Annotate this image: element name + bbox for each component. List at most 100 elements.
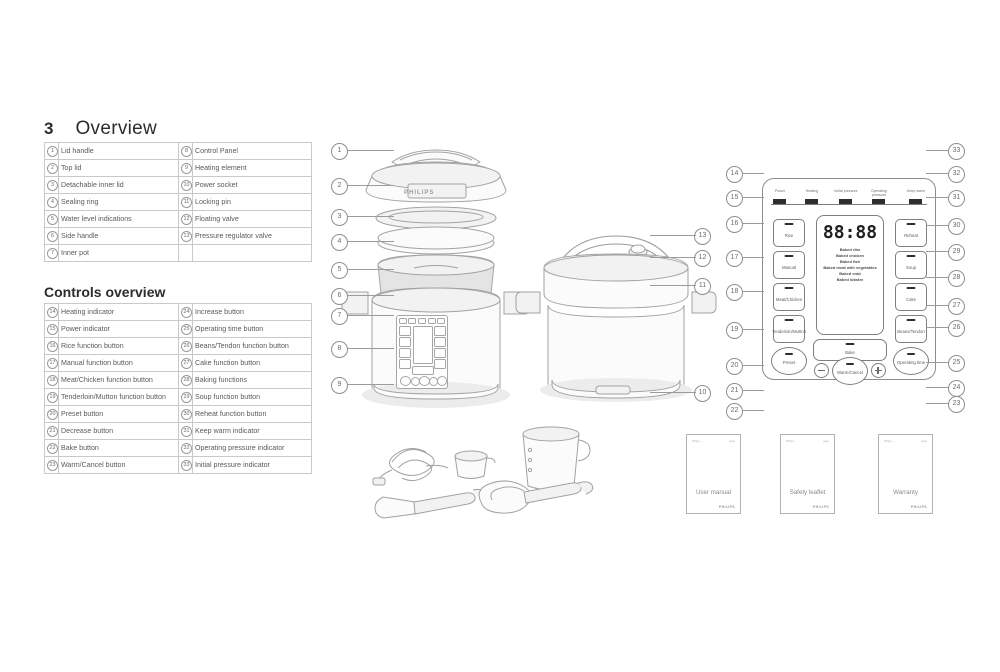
callout-panel-16: 16 [726, 216, 743, 233]
button-rice[interactable]: Rice [773, 219, 805, 247]
callout-panel-29: 29 [948, 244, 965, 261]
button-beans-tendon[interactable]: Beans/Tendon [895, 315, 927, 343]
callout-exploded-1: 1 [331, 143, 348, 160]
display-menu-item: Baked chicken [835, 253, 864, 258]
indicator-label-power: Power [774, 189, 786, 193]
callout-label [192, 244, 312, 262]
leader-line [742, 390, 764, 391]
document-header: Philips...page [692, 440, 735, 443]
leader-line [742, 173, 764, 174]
display-menu-item: Baked fish [839, 259, 861, 264]
callout-panel-18: 18 [726, 284, 743, 301]
leader-line [348, 216, 394, 217]
leader-line [926, 197, 948, 198]
callout-panel-25: 25 [948, 355, 965, 372]
button-soup[interactable]: Soup [895, 251, 927, 279]
callout-number: 19 [44, 388, 59, 406]
callout-exploded-9: 9 [331, 377, 348, 394]
rice-spatula-icon [374, 488, 488, 519]
callout-assembled-11: 11 [694, 278, 711, 295]
leader-line [742, 365, 764, 366]
display-menu-item: Baked lobster [836, 277, 864, 282]
plus-icon[interactable] [871, 363, 886, 378]
leader-line [742, 197, 764, 198]
indicator-label-heating: Heating [805, 189, 819, 193]
callout-panel-26: 26 [948, 320, 965, 337]
callout-number: 15 [44, 320, 59, 338]
document-header: Philips...page [786, 440, 829, 443]
callout-number: 8 [178, 142, 193, 160]
leader-line [650, 392, 696, 393]
button-cake[interactable]: Cake [895, 283, 927, 311]
display-menu-item: Baked crab [839, 271, 861, 276]
callout-panel-21: 21 [726, 383, 743, 400]
callout-exploded-4: 4 [331, 234, 348, 251]
callout-exploded-3: 3 [331, 209, 348, 226]
display-menu-item: Baked ribs [839, 247, 861, 252]
callout-exploded-2: 2 [331, 178, 348, 195]
callout-number: 1 [44, 142, 59, 160]
leader-line [926, 362, 948, 363]
leader-line [348, 384, 394, 385]
callout-panel-31: 31 [948, 190, 965, 207]
indicator-label-operating-pressure: Operating pressure [871, 189, 887, 198]
callout-exploded-8: 8 [331, 341, 348, 358]
leader-line [926, 327, 948, 328]
document-title: Warranty [893, 489, 918, 496]
leader-line [650, 235, 696, 236]
callout-assembled-12: 12 [694, 250, 711, 267]
button-warm-cancel[interactable]: Warm/Cancel [832, 357, 868, 385]
callout-panel-19: 19 [726, 322, 743, 339]
callout-number: 23 [44, 456, 59, 474]
section-title: Overview [75, 118, 158, 139]
minus-icon[interactable] [814, 363, 829, 378]
document-title: Safety leaflet [789, 489, 826, 496]
button-preset[interactable]: Preset [771, 347, 807, 375]
button-reheat[interactable]: Reheat [895, 219, 927, 247]
leader-line [742, 329, 764, 330]
button-manual[interactable]: Manual [773, 251, 805, 279]
soup-ladle-icon [478, 480, 594, 514]
display-timer-value: 88:88 [822, 222, 878, 243]
button-tenderloin-mutton[interactable]: Tenderloin/Mutton [772, 315, 806, 343]
button-operating-time[interactable]: Operating time [893, 347, 929, 375]
leader-line [926, 403, 948, 404]
callout-panel-15: 15 [726, 190, 743, 207]
leader-line [926, 225, 948, 226]
callout-panel-24: 24 [948, 380, 965, 397]
section-number: 3 [44, 119, 54, 138]
leader-line [926, 277, 948, 278]
control-panel[interactable]: Power Heating Initial pressure Operating… [762, 178, 936, 385]
philips-logo: PHILIPS [910, 505, 927, 509]
callout-panel-32: 32 [948, 166, 965, 183]
callout-panel-28: 28 [948, 270, 965, 287]
leader-line [348, 295, 394, 296]
controls-overview-title: Controls overview [44, 284, 166, 300]
callout-label: Initial pressure indicator [192, 456, 312, 474]
button-meat-chicken[interactable]: Meat/Chicken [773, 283, 805, 311]
callout-assembled-10: 10 [694, 385, 711, 402]
leader-line [650, 257, 696, 258]
indicator-baseline [771, 204, 927, 205]
indicator-heating-led [805, 199, 818, 204]
indicator-initial-pressure-led [839, 199, 852, 204]
mini-control-panel [396, 315, 448, 389]
document-header: Philips...page [884, 440, 927, 443]
display-menu-item: Baked meat with vegetables [823, 265, 877, 270]
section-heading: 3 Overview [44, 118, 157, 140]
document-title: User manual [695, 489, 732, 496]
